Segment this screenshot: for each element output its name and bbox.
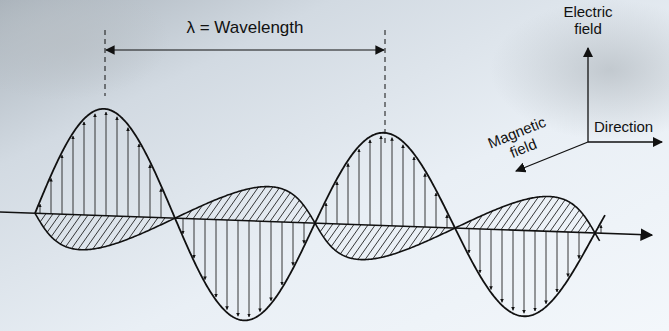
electric-vector: [513, 230, 514, 310]
magnetic-hatch: [564, 210, 579, 232]
magnetic-hatch: [352, 225, 375, 258]
electric-vector: [139, 144, 140, 217]
electric-vector: [359, 149, 360, 224]
electric-vector: [238, 220, 239, 316]
axis-label: Electric field: [551, 3, 625, 38]
magnetic-hatch: [44, 214, 53, 227]
magnetic-hatch: [47, 214, 60, 232]
electric-vector: [95, 114, 96, 216]
magnetic-hatch: [529, 197, 553, 231]
electric-vector: [337, 182, 338, 224]
electric-vector: [557, 232, 558, 292]
electric-vector: [128, 128, 129, 217]
magnetic-hatch: [358, 225, 382, 259]
magnetic-hatch: [72, 215, 95, 248]
magnetic-hatch: [284, 200, 299, 222]
dimension-line: [106, 49, 384, 50]
electric-vector: [524, 230, 525, 313]
electric-vector: [73, 136, 74, 215]
electric-vector: [194, 219, 195, 258]
electric-vector: [40, 204, 41, 213]
electric-vector: [271, 222, 272, 301]
electric-vector: [403, 145, 404, 226]
magnetic-hatch: [557, 206, 575, 232]
electric-vector: [348, 163, 349, 224]
electric-vector: [150, 165, 151, 218]
electric-vector: [546, 231, 547, 303]
magnetic-hatch: [298, 210, 307, 223]
electric-vector: [436, 193, 437, 227]
magnetic-hatch: [85, 216, 109, 250]
magnetic-hatch: [291, 205, 303, 222]
electric-vector: [117, 117, 118, 216]
electric-vector: [216, 220, 217, 298]
magnetic-hatch: [327, 224, 340, 242]
electric-vector: [447, 215, 448, 228]
electric-vector: [62, 155, 63, 214]
magnetic-hatch: [336, 224, 354, 250]
electric-vector: [161, 189, 162, 218]
magnetic-hatch: [324, 224, 333, 237]
electric-vector: [579, 232, 580, 258]
electric-vector: [469, 229, 470, 253]
magnetic-hatch: [585, 225, 590, 233]
electric-vector: [414, 157, 415, 227]
magnetic-hatch: [249, 187, 273, 221]
electric-vector: [260, 221, 261, 311]
electric-vector: [601, 225, 602, 233]
magnetic-hatch: [40, 214, 46, 222]
magnetic-hatch: [346, 225, 368, 257]
electric-vector: [535, 231, 536, 311]
electric-vector: [249, 221, 250, 317]
electric-axis-arrow: [587, 48, 588, 142]
electric-vector: [370, 140, 371, 225]
magnetic-hatch: [277, 196, 295, 222]
magnetic-hatch: [242, 187, 266, 221]
magnetic-hatch: [56, 215, 74, 241]
magnetic-hatch: [305, 215, 310, 223]
magnetic-hatch: [51, 214, 67, 236]
propagation-axis: [0, 212, 652, 235]
electric-vector: [293, 222, 294, 265]
electric-vector: [106, 112, 107, 216]
magnetic-hatch: [256, 188, 279, 221]
electric-vector: [480, 229, 481, 273]
electric-vector: [282, 222, 283, 285]
background-shade: [490, 0, 669, 140]
wave-group: [0, 109, 652, 321]
magnetic-hatch: [66, 215, 88, 247]
magnetic-hatch: [365, 226, 389, 260]
electric-vector: [381, 136, 382, 226]
magnetic-hatch: [536, 198, 559, 231]
electric-vector: [392, 138, 393, 226]
magnetic-hatch: [578, 220, 587, 233]
electric-vector: [304, 223, 305, 244]
direction-axis-arrow: [588, 141, 662, 142]
electric-vector: [425, 173, 426, 227]
axis-label: Direction: [594, 118, 653, 135]
magnetic-hatch: [78, 216, 102, 250]
electric-wave: [35, 109, 605, 321]
magnetic-hatch: [522, 196, 546, 230]
electric-vector: [227, 220, 228, 310]
electric-vector: [51, 178, 52, 213]
magnetic-hatch: [571, 215, 583, 232]
electric-vector: [491, 229, 492, 289]
dimension-extension: [385, 30, 386, 146]
wavelength-label: λ = Wavelength: [186, 18, 303, 38]
electric-vector: [326, 203, 327, 223]
magnetic-hatch: [320, 224, 326, 232]
electric-vector: [183, 218, 184, 233]
electric-vector: [205, 219, 206, 279]
electric-vector: [502, 230, 503, 303]
magnetic-hatch: [331, 224, 347, 246]
electric-vector: [568, 232, 569, 277]
dimension-extension: [105, 30, 106, 96]
electric-vector: [84, 122, 85, 215]
